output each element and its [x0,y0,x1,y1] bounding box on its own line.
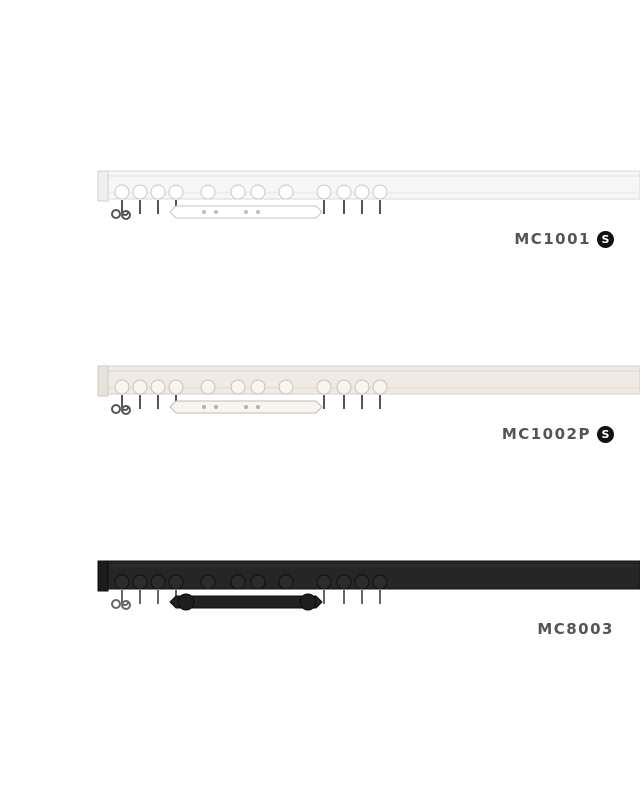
product-mc1002p: MC1002P S [0,355,640,475]
s-badge-icon: S [597,425,614,443]
product-label: MC8003 [537,620,614,638]
s-badge-icon: S [597,230,614,248]
curtain-rail-offwhite [97,365,640,415]
product-mc1001: MC1001 S [0,160,640,280]
product-mc8003: MC8003 [0,550,640,670]
model-name: MC1001 [514,230,591,248]
product-label: MC1001 S [514,230,614,248]
product-label: MC1002P S [502,425,614,443]
curtain-rail-black [97,560,640,611]
model-name: MC1002P [501,425,591,443]
curtain-rail-white [97,170,640,220]
model-name: MC8003 [537,620,614,638]
